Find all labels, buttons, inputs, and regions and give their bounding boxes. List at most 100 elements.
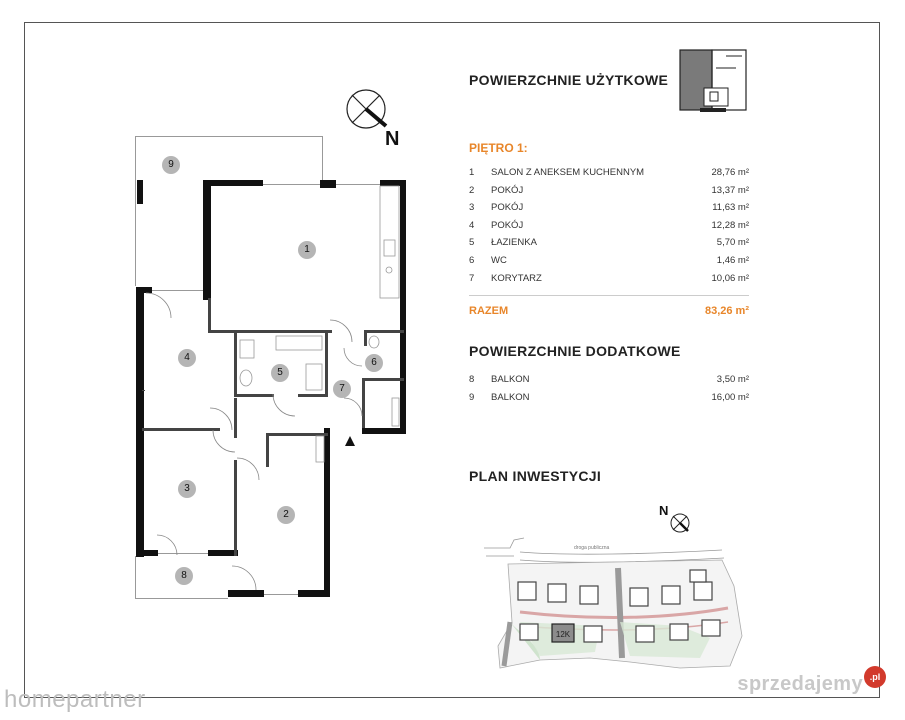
- floor-label: PIĘTRO 1:: [469, 141, 528, 155]
- balcony-9-outline: [135, 136, 323, 137]
- interior-wall: [364, 330, 367, 346]
- balcony-8-outline: [135, 556, 136, 598]
- room-area: 5,70 m²: [716, 237, 749, 249]
- room-marker: 2: [277, 506, 295, 524]
- interior-wall: [142, 428, 220, 431]
- balcony-9-outline: [135, 136, 136, 286]
- interior-wall: [364, 378, 404, 381]
- interior-wall: [362, 378, 365, 428]
- wall: [203, 180, 211, 300]
- wall: [136, 287, 152, 293]
- room-area: 13,37 m²: [711, 184, 750, 196]
- wall: [137, 180, 143, 204]
- window: [158, 553, 208, 554]
- room-name: POKÓJ: [491, 219, 524, 231]
- watermark: sprzedajemy: [737, 673, 863, 695]
- wall: [400, 180, 406, 434]
- room-number: 6: [469, 254, 475, 266]
- site-compass-icon: [670, 513, 690, 533]
- wall: [380, 180, 406, 186]
- total-value: 83,26 m²: [704, 305, 749, 317]
- balcony-9-outline: [322, 136, 323, 182]
- room-area: 28,76 m²: [711, 167, 750, 178]
- extra-area-title: POWIERZCHNIE DODATKOWE: [469, 343, 681, 359]
- wall: [320, 180, 336, 188]
- room-name: BALKON: [491, 374, 530, 385]
- building-label: 12K: [556, 630, 571, 639]
- room-number: 8: [469, 374, 475, 385]
- wall: [228, 590, 264, 597]
- room-area: 11,63 m²: [712, 202, 749, 214]
- interior-wall: [266, 433, 269, 467]
- room-area: 12,28 m²: [711, 219, 750, 231]
- interior-wall: [208, 298, 211, 332]
- wall: [136, 550, 158, 556]
- table-row: 4 POKÓJ 12,28 m²: [469, 217, 749, 235]
- room-number: 3: [469, 202, 475, 214]
- interior-wall: [266, 433, 328, 436]
- room-number: 4: [469, 219, 475, 231]
- key-plan-thumbnail: [679, 49, 747, 112]
- room-name: WC: [491, 254, 507, 266]
- balcony-8-outline: [135, 598, 228, 599]
- interior-wall: [325, 330, 328, 397]
- table-row: 7 KORYTARZ 10,06 m²: [469, 270, 749, 288]
- street-label: droga publiczna: [574, 545, 610, 551]
- room-marker: 8: [175, 567, 193, 585]
- window: [336, 184, 380, 185]
- room-name: SALON Z ANEKSEM KUCHENNYM: [491, 167, 645, 178]
- room-marker: 9: [162, 156, 180, 174]
- total-row: RAZEM 83,26 m²: [469, 305, 749, 317]
- table-row: 1 SALON Z ANEKSEM KUCHENNYM 28,76 m²: [469, 164, 749, 182]
- wall: [203, 180, 263, 186]
- room-name: POKÓJ: [491, 202, 524, 214]
- room-number: 9: [469, 391, 475, 403]
- wall: [298, 590, 330, 597]
- north-label: N: [385, 128, 400, 150]
- watermark-badge: .pl: [864, 666, 886, 688]
- wall: [136, 287, 144, 557]
- room-marker: 3: [178, 480, 196, 498]
- compass-icon: [346, 89, 388, 129]
- site-plan-map: 12K droga publiczna: [484, 537, 743, 669]
- room-marker: 5: [271, 364, 289, 382]
- room-name: BALKON: [491, 391, 530, 403]
- room-area: 10,06 m²: [711, 272, 750, 284]
- table-row: 6 WC 1,46 m²: [469, 252, 749, 270]
- room-area: 16,00 m²: [711, 391, 750, 403]
- investment-plan-title: PLAN INWESTYCJI: [469, 468, 602, 484]
- window: [264, 594, 298, 595]
- room-area: 1,46 m²: [716, 254, 749, 266]
- interior-wall: [234, 394, 274, 397]
- wall: [208, 550, 238, 556]
- total-label: RAZEM: [469, 305, 509, 317]
- room-marker: 6: [365, 354, 383, 372]
- divider: [469, 295, 749, 296]
- interior-wall: [208, 330, 332, 333]
- room-number: 7: [469, 272, 475, 284]
- room-number: 1: [469, 167, 475, 178]
- room-name: POKÓJ: [491, 184, 524, 196]
- table-row: 3 POKÓJ 11,63 m²: [469, 199, 749, 217]
- window: [152, 290, 203, 291]
- wall: [324, 428, 330, 597]
- room-name: KORYTARZ: [491, 272, 542, 284]
- homepartner-logo: homepartner: [4, 686, 146, 713]
- site-north-label: N: [659, 503, 669, 518]
- room-name: ŁAZIENKA: [491, 237, 537, 249]
- table-row: 5 ŁAZIENKA 5,70 m²: [469, 234, 749, 252]
- interior-wall: [234, 398, 237, 438]
- interior-wall: [234, 330, 237, 394]
- room-marker: 4: [178, 349, 196, 367]
- usable-area-title: POWIERZCHNIE UŻYTKOWE: [469, 72, 669, 88]
- wall: [362, 428, 406, 434]
- interior-wall: [364, 330, 404, 333]
- interior-wall: [142, 390, 145, 391]
- room-number: 5: [469, 237, 475, 249]
- page-frame: [24, 22, 880, 698]
